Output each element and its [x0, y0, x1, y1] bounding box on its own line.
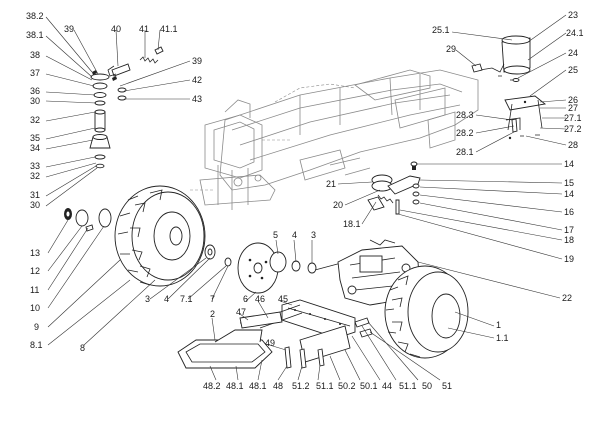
callout-6: 6	[243, 294, 249, 304]
callout-2: 2	[210, 309, 216, 319]
callout-48: 48	[273, 381, 284, 391]
callout-35: 35	[30, 133, 41, 143]
front-wheel-left	[64, 185, 206, 287]
callout-31: 31	[30, 190, 41, 200]
mounting-plate-assembly	[257, 299, 373, 369]
callout-48-1: 48.1	[249, 381, 267, 391]
callout-21: 21	[326, 179, 337, 189]
callout-39: 39	[192, 56, 203, 66]
callout-11: 11	[30, 285, 40, 295]
callout-28-3: 28.3	[456, 110, 474, 120]
callout-10: 10	[30, 303, 41, 313]
callout-32: 32	[30, 115, 41, 125]
callout-27-2: 27.2	[564, 124, 582, 134]
callout-51-1: 51.1	[399, 381, 417, 391]
chassis-frame	[190, 69, 479, 210]
callout-51-1: 51.1	[316, 381, 334, 391]
callout-19: 19	[564, 254, 575, 264]
callout-28-2: 28.2	[456, 128, 474, 138]
callout-15: 15	[564, 178, 575, 188]
callout-40: 40	[111, 24, 122, 34]
callout-8: 8	[80, 343, 86, 353]
callout-43: 43	[192, 94, 203, 104]
callout-4: 4	[164, 294, 170, 304]
callout-38-2: 38.2	[26, 11, 44, 21]
callout-23: 23	[568, 10, 579, 20]
callout-30: 30	[30, 200, 41, 210]
callout-48-1: 48.1	[226, 381, 244, 391]
callout-50: 50	[422, 381, 433, 391]
callout-39: 39	[64, 24, 75, 34]
callout-48-2: 48.2	[203, 381, 221, 391]
callout-7: 7	[210, 294, 216, 304]
callout-38: 38	[30, 50, 41, 60]
callout-14: 14	[564, 159, 575, 169]
callout-14: 14	[564, 189, 575, 199]
hub-washers-and-disc	[204, 242, 317, 294]
callout-42: 42	[192, 75, 203, 85]
callout-4: 4	[292, 230, 298, 240]
callout-5: 5	[273, 230, 279, 240]
callout-13: 13	[30, 248, 41, 258]
callout-51: 51	[442, 381, 453, 391]
callout-46: 46	[255, 294, 266, 304]
callout-27-1: 27.1	[564, 113, 582, 123]
upper-right-assembly	[471, 35, 547, 140]
callout-41: 41	[139, 24, 150, 34]
callout-34: 34	[30, 143, 41, 153]
callout-25: 25	[568, 65, 579, 75]
callout-27: 27	[568, 103, 579, 113]
callout-3: 3	[145, 294, 151, 304]
callout-20: 20	[333, 200, 344, 210]
callout-50-1: 50.1	[360, 381, 378, 391]
callout-22: 22	[562, 293, 573, 303]
callout-7-1: 7.1	[180, 294, 193, 304]
callout-38-1: 38.1	[26, 30, 44, 40]
callout-41-1: 41.1	[160, 24, 178, 34]
steering-arm	[367, 161, 421, 215]
callout-28: 28	[568, 140, 579, 150]
callout-36: 36	[30, 86, 41, 96]
callout-18-1: 18.1	[343, 219, 361, 229]
callout-51-2: 51.2	[292, 381, 310, 391]
callout-47: 47	[236, 307, 247, 317]
callout-1: 1	[496, 320, 502, 330]
callout-24-1: 24.1	[566, 28, 584, 38]
callout-44: 44	[382, 381, 393, 391]
callout-30: 30	[30, 96, 41, 106]
callout-33: 33	[30, 161, 41, 171]
callout-9: 9	[34, 322, 40, 332]
callout-32: 32	[30, 171, 41, 181]
front-bumper	[177, 311, 283, 369]
callout-29: 29	[446, 44, 457, 54]
callout-28-1: 28.1	[456, 147, 474, 157]
callout-50-2: 50.2	[338, 381, 356, 391]
rear-wheel-right	[384, 265, 469, 359]
callout-17: 17	[564, 225, 575, 235]
leader-lines	[45, 14, 567, 381]
steering-column-parts	[89, 46, 164, 169]
callout-24: 24	[568, 48, 579, 58]
callout-3: 3	[311, 230, 317, 240]
callout-12: 12	[30, 266, 41, 276]
callout-49: 49	[265, 338, 276, 348]
callout-25-1: 25.1	[432, 25, 450, 35]
callout-8-1: 8.1	[30, 340, 43, 350]
callout-26: 26	[568, 95, 579, 105]
callout-45: 45	[278, 294, 289, 304]
callout-37: 37	[30, 68, 41, 78]
callout-18: 18	[564, 235, 575, 245]
callout-16: 16	[564, 207, 575, 217]
callout-1-1: 1.1	[496, 333, 509, 343]
